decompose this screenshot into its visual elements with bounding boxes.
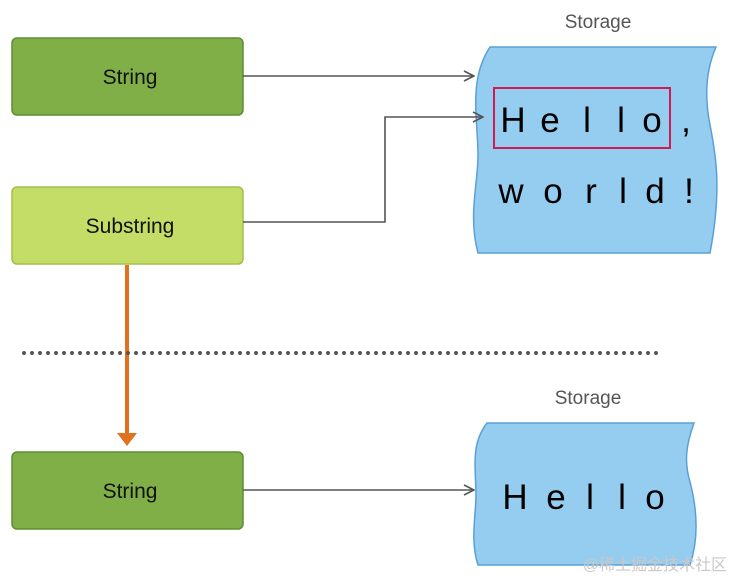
- top-storage-line1: H e l l o ,: [500, 101, 691, 140]
- storage-char: !: [684, 172, 694, 211]
- top-storage-line2: w o r l d !: [497, 172, 694, 211]
- bottom-storage-line1: H e l l o: [502, 478, 664, 517]
- top-string-label: String: [103, 66, 158, 89]
- storage-char: H: [500, 101, 525, 140]
- watermark: @稀土掘金技术社区: [583, 556, 727, 574]
- substring-to-storage-arrow: [243, 117, 483, 223]
- storage-char: l: [586, 478, 594, 517]
- storage-char: l: [583, 101, 591, 140]
- top-storage-label: Storage: [565, 12, 632, 33]
- bottom-storage-label: Storage: [555, 388, 622, 409]
- substring-box: Substring: [11, 186, 244, 265]
- top-string-box: String: [11, 37, 244, 116]
- storage-char: l: [618, 478, 626, 517]
- storage-char: e: [546, 478, 565, 517]
- conversion-arrow: [117, 265, 137, 446]
- bottom-storage-shape: [473, 422, 697, 566]
- storage-char: r: [585, 172, 597, 211]
- storage-char: w: [497, 172, 524, 211]
- bottom-string-box: String: [11, 451, 244, 530]
- bottom-string-label: String: [103, 480, 158, 503]
- hello-highlight-box: [493, 87, 671, 149]
- top-storage-shape: [472, 46, 718, 254]
- substring-label: Substring: [86, 215, 175, 238]
- storage-char: l: [619, 172, 627, 211]
- storage-char: e: [540, 101, 559, 140]
- storage-char: o: [543, 172, 562, 211]
- storage-char: H: [502, 478, 527, 517]
- storage-char: o: [645, 478, 664, 517]
- storage-char: d: [645, 172, 664, 211]
- storage-char: ,: [681, 101, 691, 140]
- storage-char: l: [617, 101, 625, 140]
- storage-char: o: [642, 101, 661, 140]
